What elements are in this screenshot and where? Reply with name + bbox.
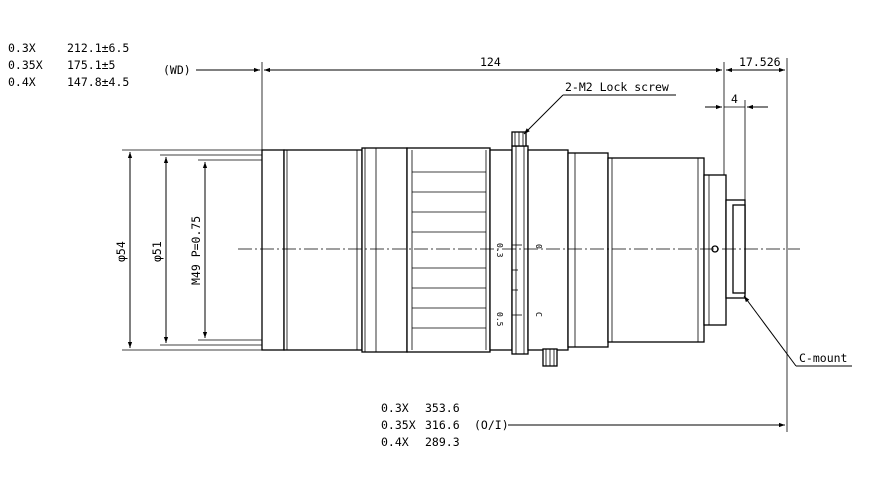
wd-value-1: 175.1±5 (67, 58, 115, 72)
wd-mag-2: 0.4X (8, 75, 36, 89)
oi-table: 0.3X 353.6 0.35X 316.6 0.4X 289.3 (O/I) (381, 401, 509, 449)
rear-body (607, 157, 705, 343)
oi-mag-2: 0.4X (381, 435, 409, 449)
length-dim-text: 124 (480, 55, 501, 69)
scale-mark-c: C (534, 312, 543, 317)
oi-value-0: 353.6 (425, 401, 460, 415)
front-barrel (283, 149, 363, 351)
front-cap (261, 149, 285, 351)
rear-step (567, 152, 609, 348)
dia54-text: φ54 (114, 241, 128, 262)
wd-value-2: 147.8±4.5 (67, 75, 129, 89)
oi-label: (O/I) (474, 418, 509, 432)
c-mount-label: C-mount (799, 351, 847, 365)
thread-text: M49 P=0.75 (189, 216, 203, 285)
mount-dim-text: 4 (731, 92, 738, 106)
oi-value-1: 316.6 (425, 418, 460, 432)
focus-ring (361, 147, 408, 353)
wd-mag-0: 0.3X (8, 41, 36, 55)
lens-body: 0.3 0.5 0 C (261, 131, 746, 367)
wd-mag-1: 0.35X (8, 58, 43, 72)
scale-mark-03: 0.3 (495, 243, 504, 258)
scale-mark-zero: 0 (534, 244, 543, 249)
c-mount-leader (743, 295, 797, 367)
wd-label: (WD) (163, 63, 191, 77)
lock-screw-leader (523, 94, 564, 135)
rear-barrel (527, 149, 569, 351)
wd-table: 0.3X 212.1±6.5 0.35X 175.1±5 0.4X 147.8±… (8, 41, 191, 89)
oi-mag-0: 0.3X (381, 401, 409, 415)
wd-value-0: 212.1±6.5 (67, 41, 129, 55)
dia51-text: φ51 (150, 241, 164, 262)
scale-mark-05: 0.5 (495, 312, 504, 327)
lock-collar (511, 145, 529, 355)
flange-dim-text: 17.526 (739, 55, 781, 69)
scale-ticks (512, 244, 522, 316)
lock-screw-label: 2-M2 Lock screw (565, 80, 669, 94)
oi-mag-1: 0.35X (381, 418, 416, 432)
grip-ring (406, 147, 491, 353)
grip-ridges (411, 150, 487, 350)
oi-value-2: 289.3 (425, 435, 460, 449)
